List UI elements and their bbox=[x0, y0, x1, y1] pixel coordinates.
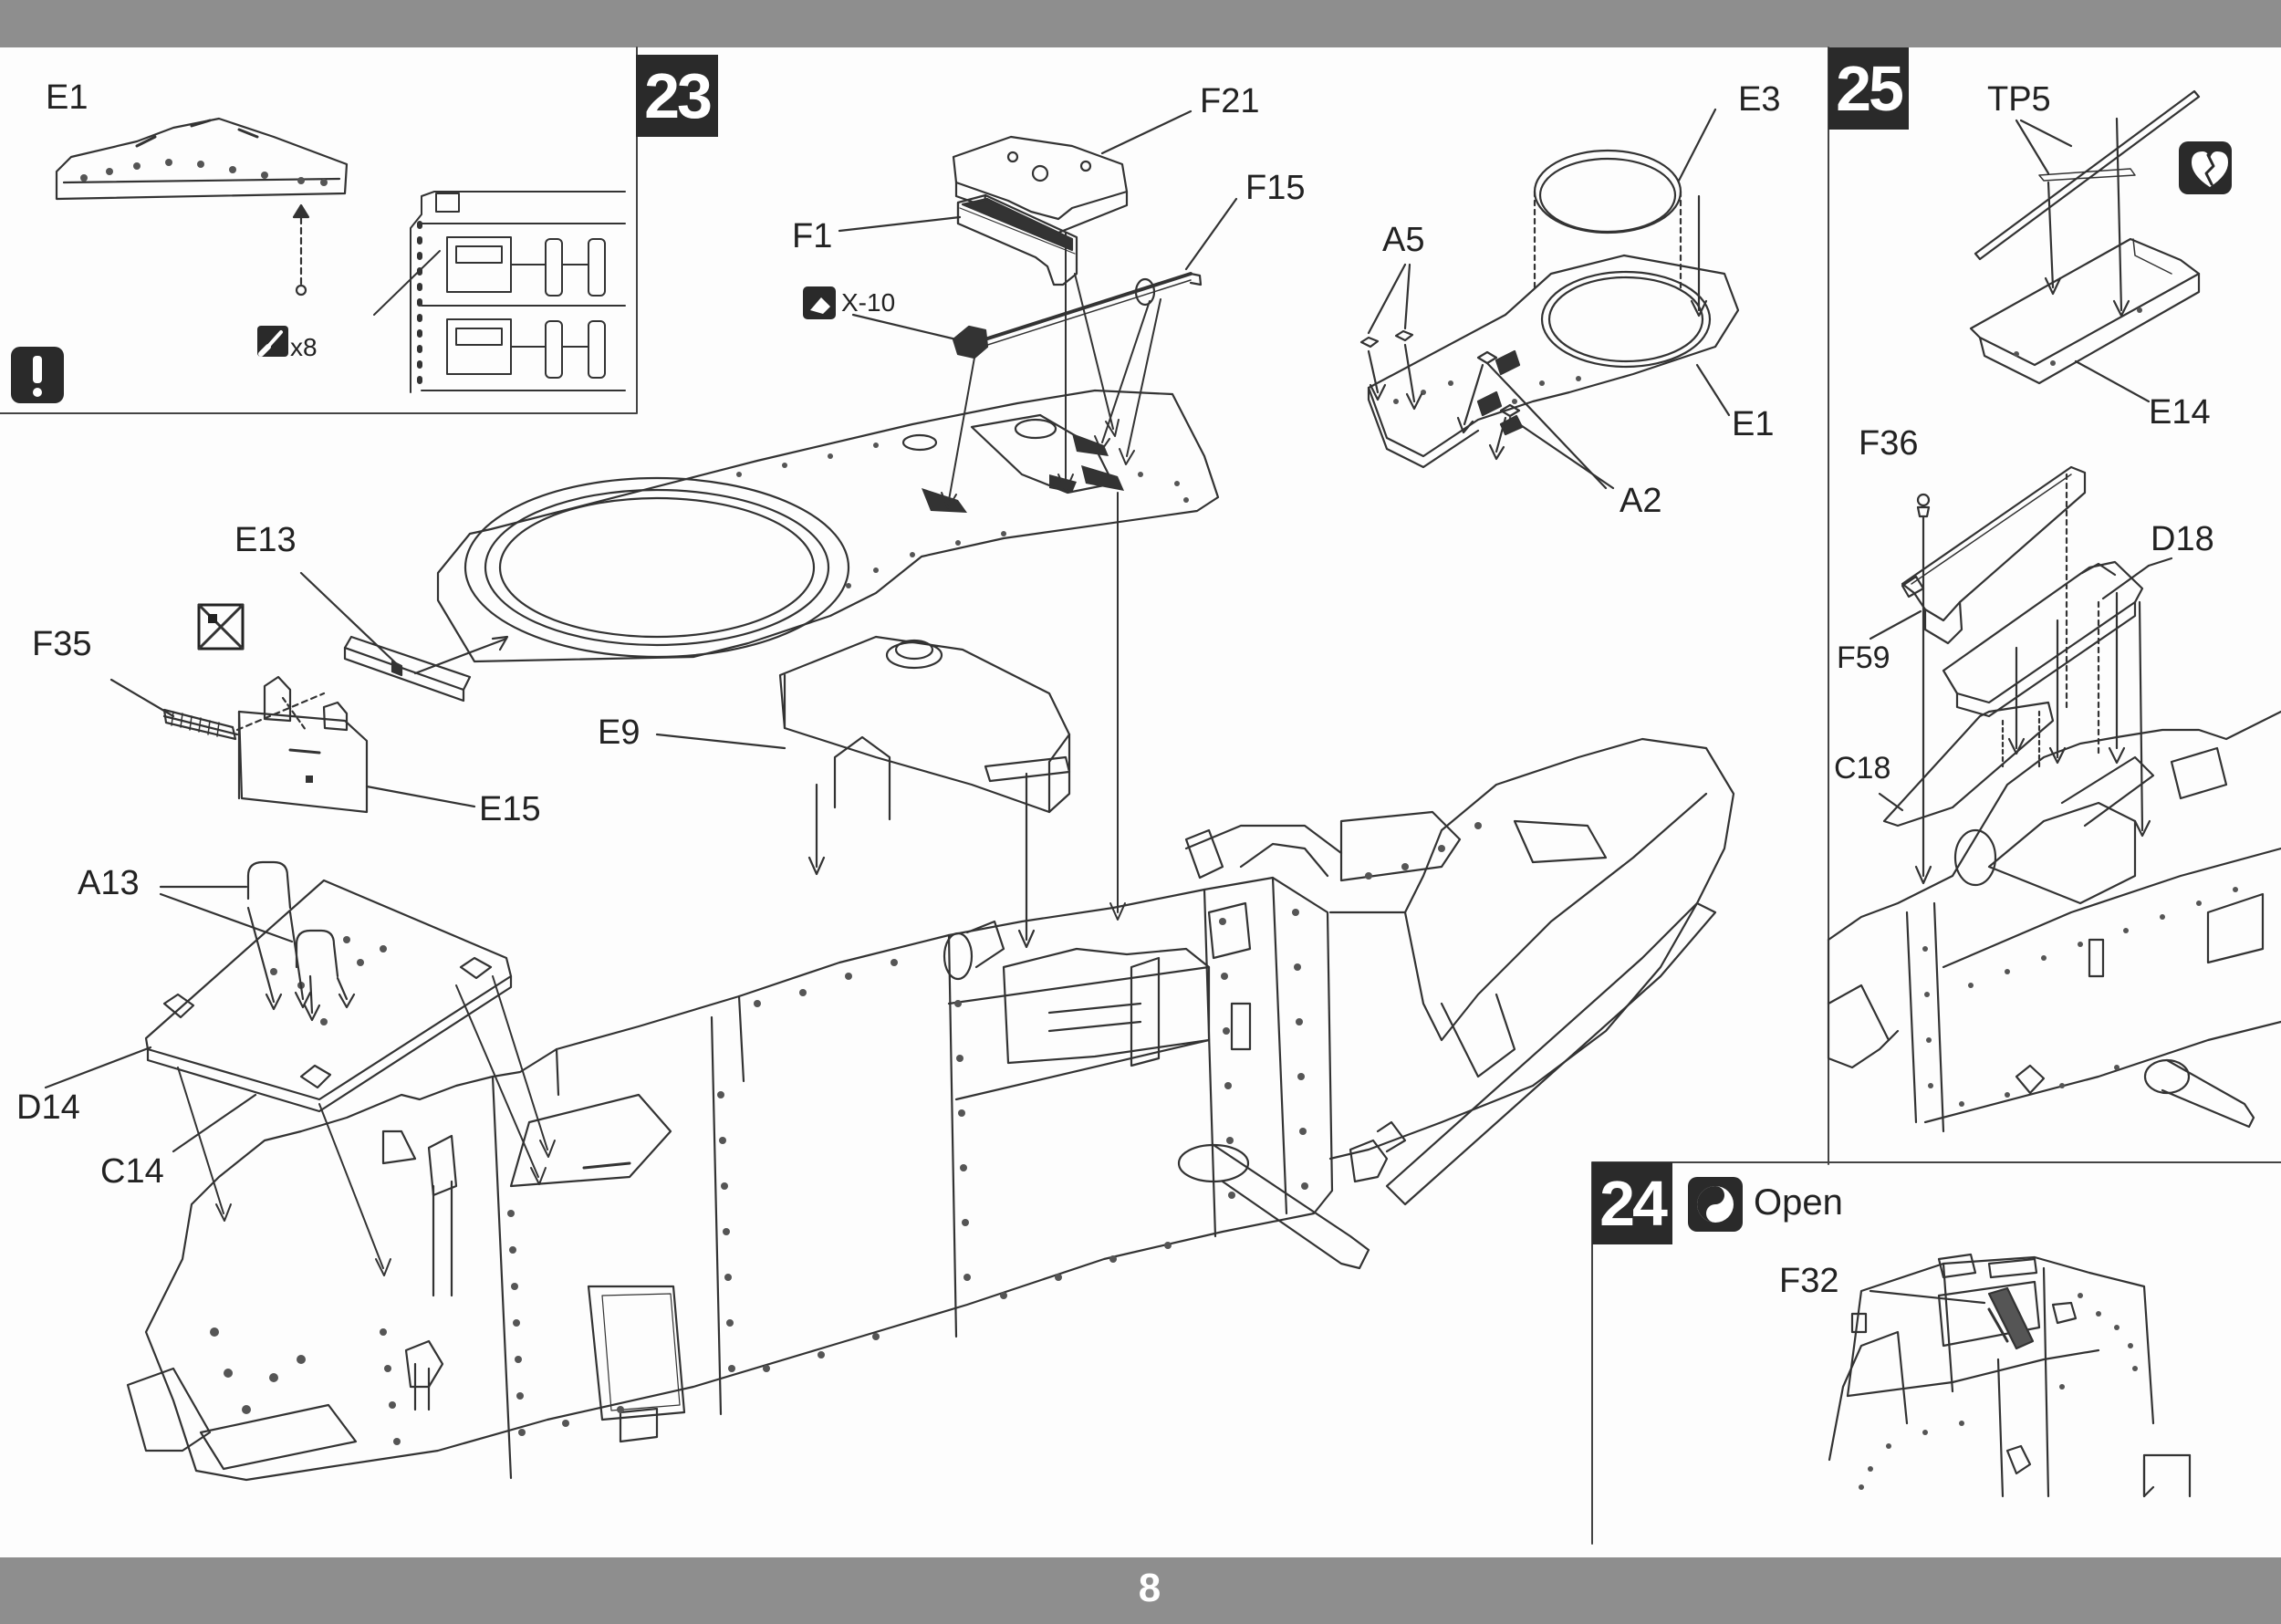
e1-plate-detail bbox=[55, 117, 349, 297]
label-f59: F59 bbox=[1837, 640, 1890, 675]
part-f59 bbox=[1869, 465, 2087, 713]
note-open: Open bbox=[1754, 1182, 1843, 1223]
part-d18 bbox=[1942, 557, 2173, 838]
part-f35 bbox=[109, 678, 326, 741]
part-f32 bbox=[1828, 1253, 2192, 1498]
arrows-d14 bbox=[177, 975, 556, 1276]
label-f15: F15 bbox=[1245, 169, 1306, 207]
choice-icon bbox=[1688, 1177, 1743, 1232]
top-band bbox=[0, 0, 2281, 47]
label-c18: C18 bbox=[1834, 751, 1891, 786]
label-c14: C14 bbox=[100, 1152, 164, 1191]
remove-icon bbox=[197, 603, 245, 651]
bottom-band bbox=[0, 1557, 2281, 1624]
part-e15 bbox=[237, 675, 476, 814]
step-25-number: 25 bbox=[1828, 47, 1909, 130]
part-d14 bbox=[44, 879, 513, 1153]
part-f1 bbox=[838, 193, 1078, 286]
turret-rear-25 bbox=[1827, 710, 2281, 1133]
hull-body bbox=[126, 737, 1735, 1482]
label-tp5: TP5 bbox=[1987, 80, 2051, 119]
part-e14 bbox=[1969, 237, 2201, 403]
step-24-number: 24 bbox=[1592, 1162, 1672, 1244]
label-e1-mid: E1 bbox=[1732, 405, 1775, 443]
label-f36: F36 bbox=[1859, 424, 1919, 463]
label-e15: E15 bbox=[479, 790, 541, 828]
part-a2 bbox=[1456, 350, 1615, 490]
label-e13: E13 bbox=[234, 521, 297, 559]
label-f35: F35 bbox=[32, 625, 92, 663]
sprue-b bbox=[373, 191, 626, 393]
label-e1-top: E1 bbox=[46, 78, 89, 117]
note-x10: X-10 bbox=[841, 288, 896, 317]
part-e1-turret bbox=[1367, 254, 1740, 469]
arrows-23 bbox=[941, 232, 1161, 921]
part-tp5 bbox=[1974, 89, 2201, 318]
note-x8: x8 bbox=[290, 333, 318, 361]
label-a13: A13 bbox=[78, 864, 140, 902]
part-a5 bbox=[1359, 263, 1423, 411]
panel-borders bbox=[0, 47, 2281, 1545]
label-e9: E9 bbox=[598, 713, 641, 752]
label-a2: A2 bbox=[1620, 482, 1662, 520]
turret-deck bbox=[436, 389, 1220, 663]
part-e13 bbox=[299, 571, 509, 703]
warning-icon bbox=[11, 347, 64, 403]
step-23-number: 23 bbox=[636, 55, 718, 137]
page-number: 8 bbox=[1138, 1566, 1161, 1610]
label-e14: E14 bbox=[2149, 393, 2211, 432]
label-a5: A5 bbox=[1382, 221, 1425, 259]
break-icon bbox=[2179, 141, 2232, 194]
label-d14: D14 bbox=[16, 1088, 80, 1127]
part-e3 bbox=[1533, 108, 1717, 318]
part-a13 bbox=[159, 860, 356, 1022]
label-f32: F32 bbox=[1779, 1262, 1839, 1300]
label-d18: D18 bbox=[2151, 520, 2214, 558]
part-c18 bbox=[1878, 701, 2055, 828]
part-e9 bbox=[655, 635, 1071, 949]
label-e3: E3 bbox=[1738, 80, 1781, 119]
label-f1: F1 bbox=[792, 217, 833, 255]
part-f36 bbox=[1914, 493, 1932, 885]
paint-icon bbox=[257, 326, 288, 357]
label-f21: F21 bbox=[1200, 82, 1260, 120]
cement-icon bbox=[803, 286, 836, 319]
